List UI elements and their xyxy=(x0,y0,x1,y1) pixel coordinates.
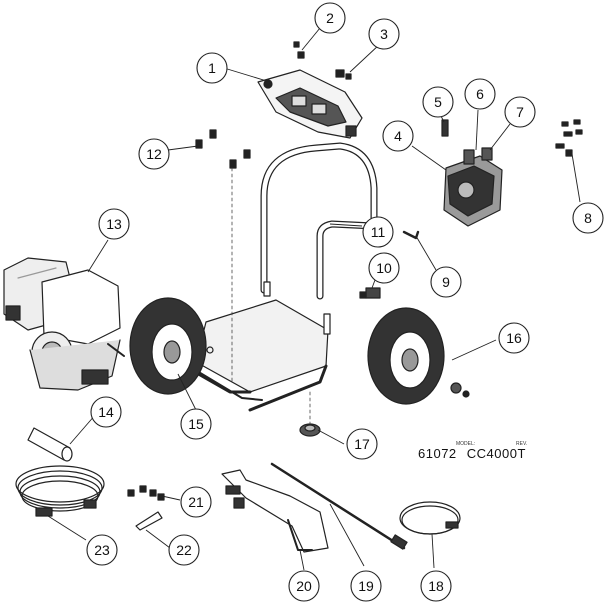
callout-number: 20 xyxy=(296,578,312,594)
control-panel-part xyxy=(257,69,363,139)
callout-number: 21 xyxy=(188,494,204,510)
callout-circle xyxy=(572,202,604,234)
callout-circle xyxy=(98,208,130,240)
callout-number: 11 xyxy=(371,224,386,240)
callout-15: 15 xyxy=(180,408,212,440)
callout-circle xyxy=(498,322,530,354)
hose-sleeve-part xyxy=(27,427,73,462)
callout-circle xyxy=(168,534,200,566)
callout-circle xyxy=(86,534,118,566)
callout-10: 10 xyxy=(368,252,400,284)
callout-number: 5 xyxy=(434,94,442,110)
fitting-part-10 xyxy=(359,287,381,299)
callout-number: 3 xyxy=(380,26,388,42)
callout-7: 7 xyxy=(504,96,536,128)
key-part-22 xyxy=(135,511,163,531)
callout-circle xyxy=(314,2,346,34)
callout-circle xyxy=(382,120,414,152)
callout-19: 19 xyxy=(350,570,382,602)
callout-circle xyxy=(504,96,536,128)
callout-4: 4 xyxy=(382,120,414,152)
callout-number: 22 xyxy=(176,542,192,558)
callout-circle xyxy=(422,86,454,118)
callout-number: 14 xyxy=(98,404,114,420)
callout-circle xyxy=(288,570,320,602)
key-part-9 xyxy=(402,230,420,240)
callout-17: 17 xyxy=(346,428,378,460)
model-name: CC4000T xyxy=(466,446,526,461)
bolts-part-8 xyxy=(555,119,583,157)
callout-number: 13 xyxy=(106,216,122,232)
callout-circle xyxy=(430,266,462,298)
callout-number: 23 xyxy=(94,542,110,558)
model-caption: MODEL: xyxy=(456,441,476,447)
callout-number: 4 xyxy=(394,128,402,144)
callout-number: 19 xyxy=(358,578,374,594)
pump-assembly-part xyxy=(443,147,503,227)
screw-part-2 xyxy=(293,41,305,59)
engine-part xyxy=(3,257,125,391)
callout-circle xyxy=(420,570,452,602)
bolts-part-12 xyxy=(195,129,251,169)
callout-11: 11 xyxy=(362,216,394,248)
callout-21: 21 xyxy=(180,486,212,518)
nozzle-hose-part xyxy=(399,501,461,535)
callout-20: 20 xyxy=(288,570,320,602)
callout-number: 9 xyxy=(442,274,450,290)
spray-wand-part xyxy=(270,462,408,550)
wheel-right-part xyxy=(367,307,470,405)
callout-1: 1 xyxy=(196,52,228,84)
hose-coil-part xyxy=(15,465,105,517)
callout-number: 1 xyxy=(208,60,216,76)
spray-gun-part xyxy=(221,469,329,553)
callout-number: 6 xyxy=(476,86,484,102)
wheel-left-part xyxy=(129,297,207,395)
bolts-part-21 xyxy=(127,485,165,501)
callout-18: 18 xyxy=(420,570,452,602)
callout-9: 9 xyxy=(430,266,462,298)
callout-circle xyxy=(90,396,122,428)
callout-circle xyxy=(350,570,382,602)
callout-number: 16 xyxy=(506,330,522,346)
callout-12: 12 xyxy=(138,138,170,170)
callout-circle xyxy=(180,486,212,518)
callout-number: 12 xyxy=(146,146,162,162)
part-code: 61072 xyxy=(418,446,457,461)
callout-circle xyxy=(362,216,394,248)
rev-caption: REV. xyxy=(516,441,528,447)
callout-number: 8 xyxy=(584,210,592,226)
callout-14: 14 xyxy=(90,396,122,428)
screw-part-3 xyxy=(335,69,352,80)
callout-16: 16 xyxy=(498,322,530,354)
callout-2: 2 xyxy=(314,2,346,34)
callout-number: 18 xyxy=(428,578,444,594)
callout-circle xyxy=(464,78,496,110)
callout-circle xyxy=(346,428,378,460)
callout-3: 3 xyxy=(368,18,400,50)
handle-frame-part xyxy=(260,142,378,300)
callout-circle xyxy=(368,252,400,284)
callout-number: 17 xyxy=(354,436,370,452)
callout-23: 23 xyxy=(86,534,118,566)
model-number-block: 61072 CC4000T xyxy=(418,446,526,461)
callout-number: 2 xyxy=(326,10,334,26)
callout-8: 8 xyxy=(572,202,604,234)
callout-number: 10 xyxy=(376,260,392,276)
callout-circle xyxy=(368,18,400,50)
callout-22: 22 xyxy=(168,534,200,566)
callout-6: 6 xyxy=(464,78,496,110)
callout-13: 13 xyxy=(98,208,130,240)
bolt-part-5 xyxy=(441,119,449,137)
callout-circle xyxy=(196,52,228,84)
foot-part-17 xyxy=(299,423,321,437)
callout-number: 15 xyxy=(188,416,204,432)
callout-circle xyxy=(138,138,170,170)
callout-circle xyxy=(180,408,212,440)
callout-5: 5 xyxy=(422,86,454,118)
callout-number: 7 xyxy=(516,104,524,120)
